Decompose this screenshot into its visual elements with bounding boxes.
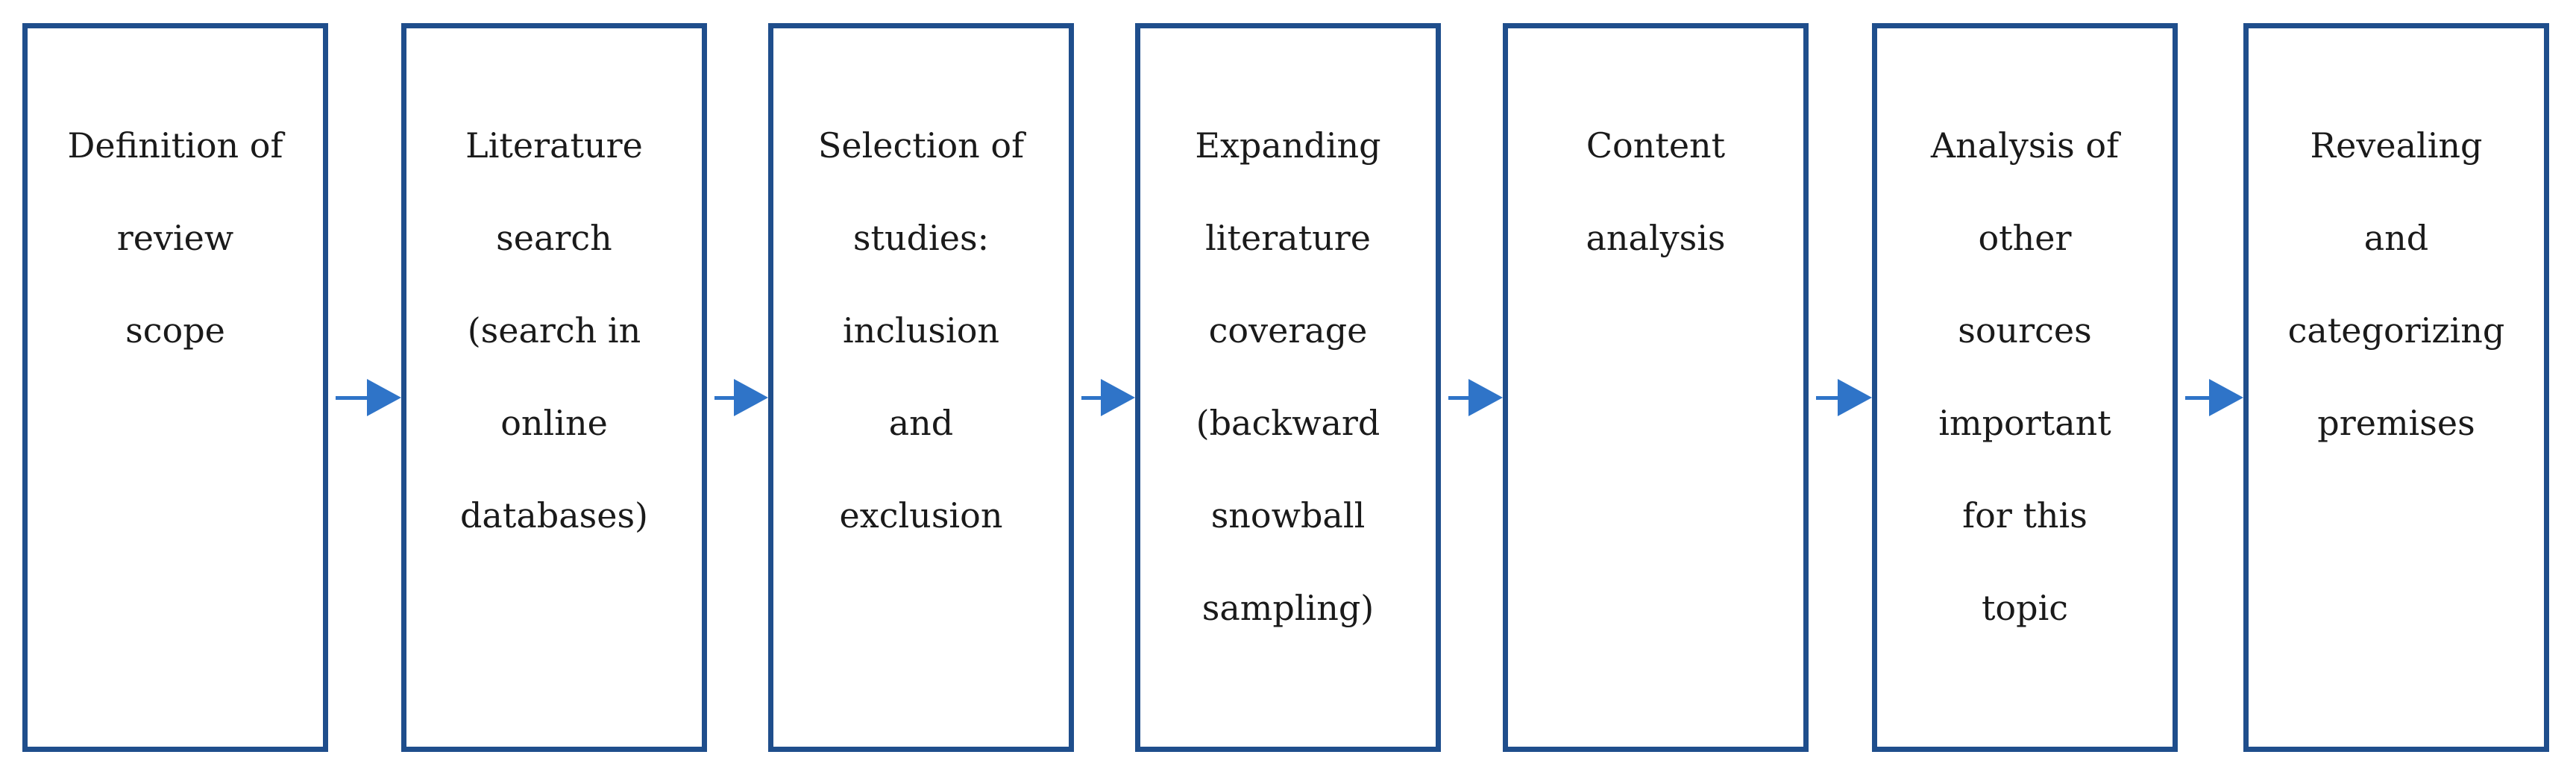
step-box-expanding-coverage: Expanding literature coverage (backward …: [1135, 23, 1441, 752]
step-label: Analysis of other sources important for …: [1930, 125, 2120, 628]
step-label: Expanding literature coverage (backward …: [1195, 125, 1381, 628]
step-box-other-sources: Analysis of other sources important for …: [1872, 23, 2178, 752]
arrow-right-icon: [2185, 379, 2243, 416]
step-box-revealing-premises: Revealing and categorizing premises: [2243, 23, 2549, 752]
step-label: Content analysis: [1586, 125, 1726, 258]
arrow-right-icon: [1816, 379, 1872, 416]
step-box-selection-of-studies: Selection of studies: inclusion and excl…: [768, 23, 1074, 752]
step-box-review-scope: Definition of review scope: [22, 23, 328, 752]
step-box-content-analysis: Content analysis: [1503, 23, 1809, 752]
step-label: Revealing and categorizing premises: [2287, 125, 2505, 443]
step-label: Definition of review scope: [67, 125, 283, 351]
step-label: Literature search (search in online data…: [459, 125, 649, 536]
step-label: Selection of studies: inclusion and excl…: [817, 125, 1025, 536]
arrow-right-icon: [1081, 379, 1135, 416]
arrow-right-icon: [1448, 379, 1503, 416]
arrow-right-icon: [336, 379, 401, 416]
step-box-literature-search: Literature search (search in online data…: [401, 23, 707, 752]
arrow-right-icon: [714, 379, 768, 416]
